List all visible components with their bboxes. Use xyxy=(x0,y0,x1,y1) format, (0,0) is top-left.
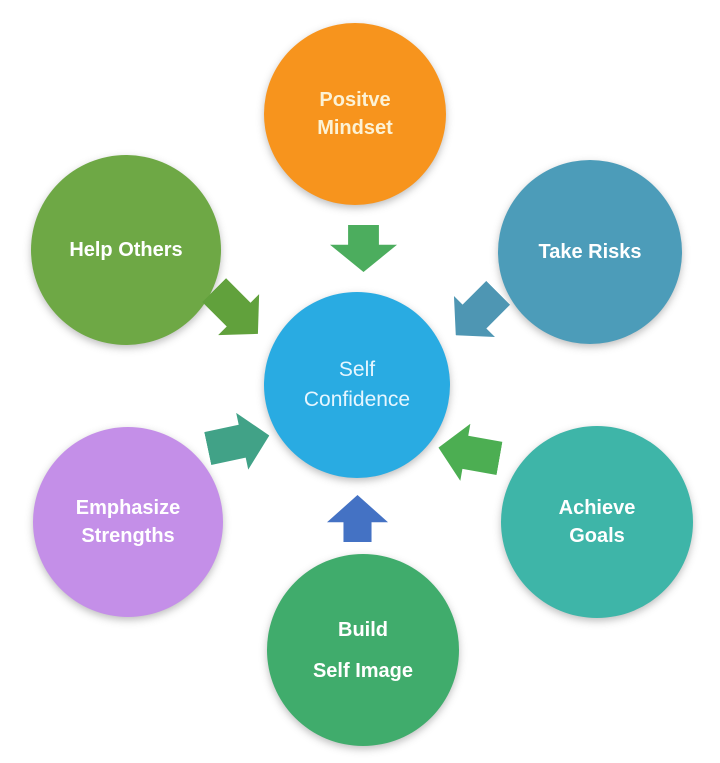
left-arrow-icon xyxy=(433,419,504,487)
circle-label-line: Goals xyxy=(569,525,625,547)
circle-label-line: Self Image xyxy=(312,659,414,682)
circle-take-risks: Take Risks xyxy=(498,160,682,344)
circle-label-line: Strengths xyxy=(81,525,175,547)
circle-label-line: Help Others xyxy=(69,239,183,261)
circle-label-line: Positve xyxy=(319,89,391,111)
circle-label-line: Build xyxy=(338,618,388,641)
circle-label-line: Emphasize xyxy=(75,497,181,519)
down-arrow-icon xyxy=(330,225,397,272)
up-arrow-icon xyxy=(327,495,388,542)
circle-label-line: Mindset xyxy=(317,117,393,139)
right-arrow-icon xyxy=(202,407,276,477)
circle-label-line: Confidence xyxy=(303,388,411,411)
circle-label-line: Achieve xyxy=(558,497,636,519)
circle-label-line: Self xyxy=(338,358,376,381)
circle-label-line: Take Risks xyxy=(538,241,642,263)
circle-help-others: Help Others xyxy=(31,155,221,345)
